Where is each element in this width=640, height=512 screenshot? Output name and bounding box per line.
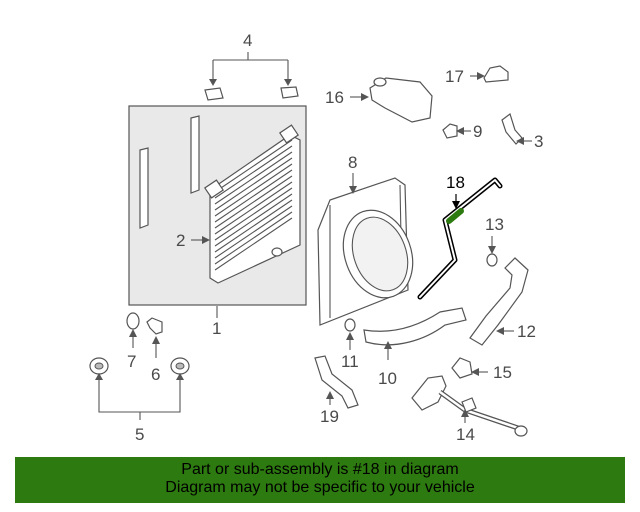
part-7-washer [126, 312, 140, 330]
fan-shroud [317, 177, 414, 326]
callout-4: 4 [243, 31, 252, 50]
footer-line-2: Diagram may not be specific to your vehi… [165, 479, 475, 496]
part-16-reservoir [369, 77, 433, 123]
callout-16: 16 [325, 88, 344, 107]
part-3-hose [501, 113, 523, 145]
part-10-hose [363, 307, 467, 346]
callout-14: 14 [456, 425, 475, 444]
callout-3: 3 [534, 132, 543, 151]
footer-banner: Part or sub-assembly is #18 in diagram D… [15, 457, 625, 503]
parts-diagram: 1 2 4 5 7 6 8 11 10 19 16 [89, 31, 543, 444]
part-12-hose [469, 257, 529, 346]
part-9-sensor [442, 123, 458, 139]
callout-1: 1 [212, 319, 221, 338]
part-19-pipe [314, 355, 359, 409]
callout-19: 19 [320, 407, 339, 426]
callout-11: 11 [341, 352, 359, 371]
callout-9: 9 [473, 122, 482, 141]
callout-5: 5 [135, 425, 144, 444]
callout-10: 10 [378, 369, 397, 388]
mount-right [280, 86, 299, 99]
callout-18: 18 [446, 173, 465, 192]
part-6-bolt [146, 317, 163, 335]
radiator-assembly-box [128, 105, 307, 306]
mount-left [204, 87, 224, 101]
part-13-clamp [486, 253, 498, 267]
footer-line-1: Part or sub-assembly is #18 in diagram [181, 461, 459, 478]
part-11-clamp [344, 318, 356, 332]
callout-12: 12 [517, 322, 536, 341]
part-15-gasket [451, 357, 473, 379]
callout-8: 8 [348, 153, 357, 172]
callout-7: 7 [127, 352, 136, 371]
callout-2: 2 [176, 231, 185, 250]
part-17-cap [483, 65, 509, 83]
callout-6: 6 [151, 365, 160, 384]
callout-15: 15 [493, 363, 512, 382]
part-18-hose [417, 177, 503, 300]
callout-17: 17 [445, 67, 464, 86]
callout-13: 13 [485, 215, 504, 234]
